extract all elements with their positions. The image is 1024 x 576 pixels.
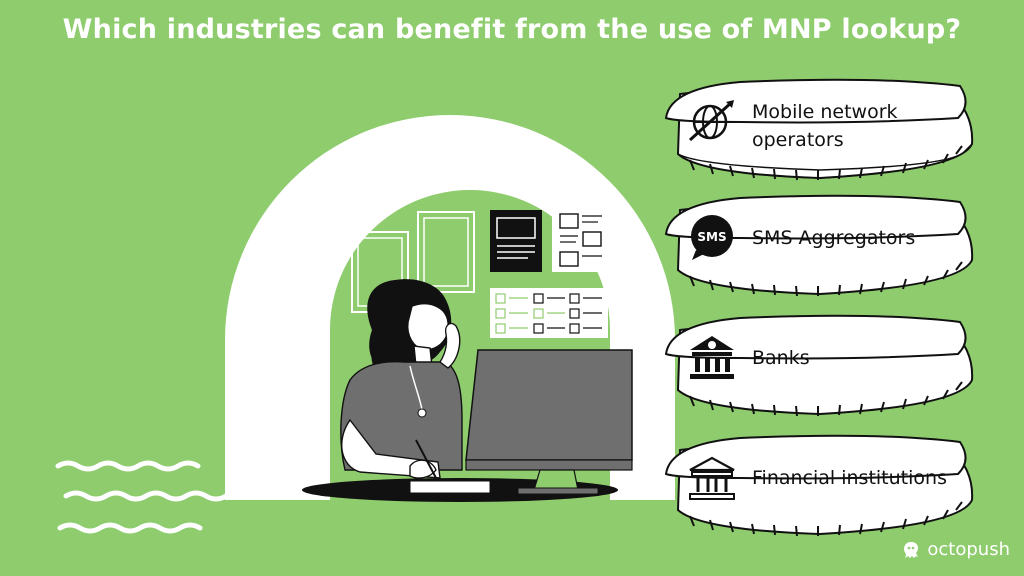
industry-card-sms-aggregators: SMS SMS Aggregators <box>660 190 978 298</box>
industry-card-mobile-operators: Mobile network operators <box>660 74 978 182</box>
octopus-icon <box>904 541 919 558</box>
industry-card-banks: Banks <box>660 310 978 418</box>
globe-network-icon <box>688 100 734 142</box>
industry-label: SMS Aggregators <box>752 224 915 252</box>
industry-label: Mobile network operators <box>752 98 898 154</box>
sms-bubble-icon: SMS <box>691 215 733 260</box>
industry-card-financial-institutions: Financial institutions <box>660 430 978 538</box>
industry-label: Financial institutions <box>752 464 947 492</box>
industry-label-line1: Financial institutions <box>752 467 947 489</box>
industry-label-line1: SMS Aggregators <box>752 227 916 249</box>
industry-label: Banks <box>752 344 810 372</box>
page-title: Which industries can benefit from the us… <box>62 14 962 45</box>
bank-building-icon <box>689 456 735 500</box>
bank-dollar-icon <box>690 336 734 379</box>
industry-label-line1: Banks <box>752 347 810 369</box>
brand-logo: octopush <box>901 539 1010 560</box>
sms-icon-text: SMS <box>697 230 726 244</box>
industry-label-line2: operators <box>752 129 844 151</box>
brand-name: octopush <box>927 539 1010 560</box>
industry-label-line1: Mobile network <box>752 101 898 123</box>
